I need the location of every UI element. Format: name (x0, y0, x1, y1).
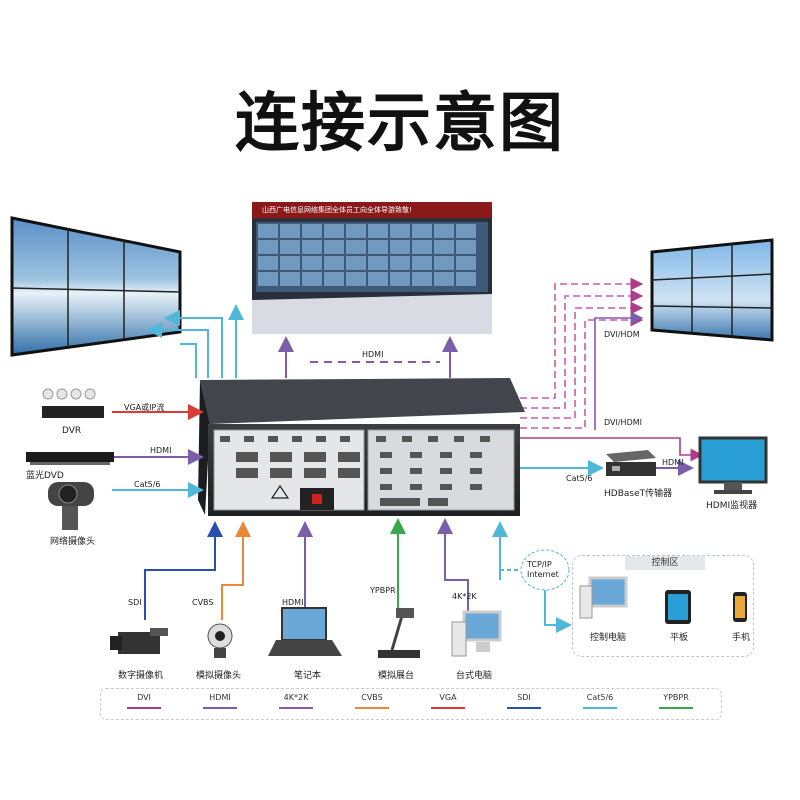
tablet-label: 平板 (670, 633, 689, 643)
hdmi-monitor-label: HDMI监视器 (706, 501, 758, 511)
left-video-wall (10, 216, 182, 357)
hdmi-top-label: HDMI (362, 350, 384, 359)
4k-label: 4K*2K (452, 592, 477, 601)
hdmi-monitor-device (698, 436, 768, 494)
control-room-banner: 山西广电信息网络集团全体员工向全体导游致敬! (262, 206, 412, 214)
legend-item: DVI (109, 693, 179, 702)
desktop-device (451, 610, 502, 657)
control-pc-label: 控制电脑 (590, 633, 627, 643)
hdbaset-device (606, 450, 656, 476)
desktop-label: 台式电脑 (456, 671, 493, 681)
legend-label: Cat5/6 (586, 693, 614, 702)
legend-swatch (279, 707, 313, 709)
cat-camera-label: Cat5/6 (134, 480, 161, 489)
analog-camera-label: 模拟摄像头 (196, 671, 242, 681)
control-area-title: 控制区 (625, 556, 705, 570)
legend-item: CVBS (337, 693, 407, 702)
tablet-device (665, 590, 691, 624)
legend-label: SDI (517, 693, 531, 702)
legend-item: Cat5/6 (565, 693, 635, 702)
tcpip-label: TCP/IP Internet (527, 560, 559, 579)
legend-swatch (659, 707, 693, 709)
legend-item: HDMI (185, 693, 255, 702)
hdmi-bluray-label: HDMI (150, 446, 172, 455)
legend-label: HDMI (209, 693, 231, 702)
control-area-box (572, 555, 754, 657)
legend-label: DVI (137, 693, 151, 702)
control-room-wall (252, 202, 492, 334)
visualizer-device (378, 608, 420, 658)
legend-swatch (431, 707, 465, 709)
legend-swatch (507, 707, 541, 709)
dvi-hdm-label: DVI/HDM (604, 330, 640, 339)
cvbs-label: CVBS (192, 598, 214, 607)
visualizer-label: 模拟展台 (378, 671, 415, 681)
legend-swatch (355, 707, 389, 709)
legend-item: VGA (413, 693, 483, 702)
legend-label: VGA (439, 693, 457, 702)
cat-out-label: Cat5/6 (566, 474, 593, 483)
analog-camera-device (207, 623, 233, 658)
legend-swatch (203, 707, 237, 709)
legend-swatch (583, 707, 617, 709)
digital-camera-device (110, 628, 168, 654)
dvr-device (42, 388, 104, 418)
webcam-label: 网络摄像头 (50, 537, 96, 547)
right-video-wall (650, 238, 774, 342)
dvi-hdmi-label: DVI/HDMI (604, 418, 642, 427)
bluray-label: 蓝光DVD (26, 471, 64, 481)
legend-item: SDI (489, 693, 559, 702)
cable-legend: DVI HDMI 4K*2K CVBS VGA SDI Cat5/6 YPBPR (100, 688, 722, 720)
bluray-device (26, 452, 114, 465)
legend-label: CVBS (361, 693, 383, 702)
hdmi-out-label: HDMI (662, 458, 684, 467)
legend-swatch (127, 707, 161, 709)
vga-ip-label: VGA或IP流 (124, 403, 165, 412)
legend-item: YPBPR (641, 693, 711, 702)
webcam-device (48, 482, 94, 530)
laptop-device (268, 607, 342, 656)
legend-label: 4K*2K (283, 693, 309, 702)
hdbaset-label: HDBaseT传输器 (604, 489, 673, 499)
control-pc-device (579, 576, 628, 619)
phone-label: 手机 (732, 633, 751, 643)
sdi-label: SDI (128, 598, 142, 607)
legend-item: 4K*2K (261, 693, 331, 702)
digital-camera-label: 数字摄像机 (118, 671, 164, 681)
laptop-label: 笔记本 (294, 671, 322, 681)
legend-label: YPBPR (663, 693, 689, 702)
dvr-label: DVR (62, 426, 82, 436)
matrix-switcher (198, 378, 525, 516)
diagram-title: 连接示意图 (235, 87, 565, 161)
hdmi-laptop-label: HDMI (282, 598, 304, 607)
ypbpr-label: YPBPR (370, 586, 396, 595)
phone-device (733, 592, 747, 622)
